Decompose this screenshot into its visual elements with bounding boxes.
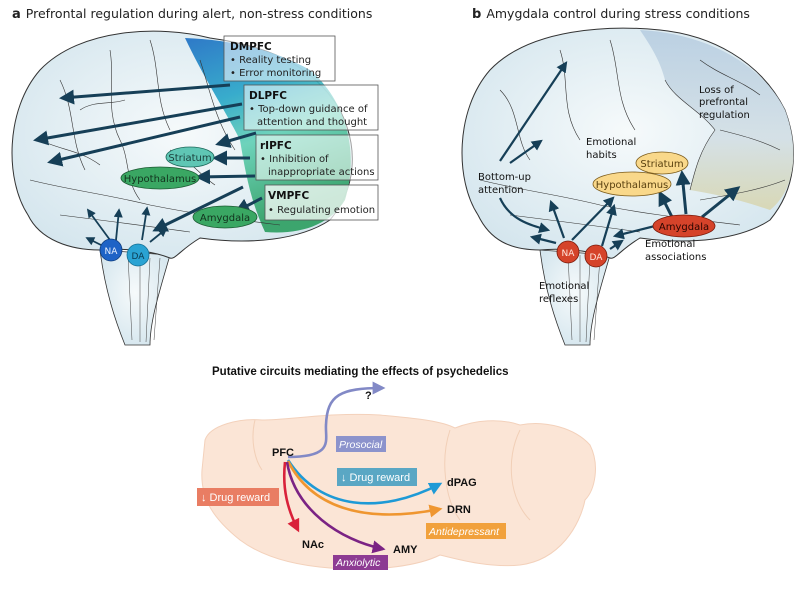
svg-text:Striatum: Striatum	[640, 159, 683, 170]
tag-drug-reward-dpag: ↓ Drug reward	[337, 468, 417, 486]
svg-text:Striatum: Striatum	[168, 153, 211, 164]
svg-text:DLPFC: DLPFC	[249, 90, 287, 102]
panel-b-title-text: Amygdala control during stress condition…	[486, 6, 750, 21]
box-rlpfc: rIPFC • Inhibition of inappropriate acti…	[255, 134, 379, 181]
svg-text:NA: NA	[105, 247, 119, 257]
arrow-dpag	[286, 459, 443, 505]
panel-b-brain: Striatum Hypothalamus Amygdala NA DA Los…	[461, 27, 794, 346]
svg-text:inappropriate actions: inappropriate actions	[268, 167, 375, 178]
svg-text:Antidepressant: Antidepressant	[428, 526, 500, 538]
panel-a-title: a Prefrontal regulation during alert, non…	[12, 6, 372, 22]
node-na-b: NA	[556, 240, 580, 264]
box-vmpfc: VMPFC • Regulating emotion	[264, 184, 379, 221]
panel-b-arrows	[498, 61, 656, 251]
tag-drug-reward-nac: ↓ Drug reward	[197, 488, 279, 506]
box-dmpfc: DMPFC • Reality testing • Error monitori…	[223, 35, 336, 82]
label-loss-1: Loss of	[699, 85, 734, 96]
brainstem-b	[539, 249, 611, 346]
label-emotional-reflexes-2: reflexes	[539, 294, 578, 305]
panel-a-title-text: Prefrontal regulation during alert, non-…	[25, 6, 373, 21]
svg-text:Amygdala: Amygdala	[659, 222, 709, 233]
svg-text:DA: DA	[590, 253, 604, 263]
region-dpag: dPAG	[447, 477, 477, 489]
svg-text:NA: NA	[562, 249, 576, 259]
node-na-a: NA	[99, 238, 123, 262]
svg-text:Prosocial: Prosocial	[339, 439, 383, 451]
arrow-prosocial	[287, 381, 386, 459]
svg-text:• Top-down guidance of: • Top-down guidance of	[249, 104, 368, 115]
svg-text:Hypothalamus: Hypothalamus	[596, 180, 669, 191]
pfc-region-b	[640, 30, 794, 210]
svg-text:rIPFC: rIPFC	[260, 140, 292, 152]
panel-b-letter: b	[472, 7, 482, 22]
panel-a-letter: a	[12, 7, 21, 22]
label-bottom-up-1: Bottom-up	[478, 172, 531, 183]
arrow-amy	[285, 461, 386, 554]
label-bottom-up-2: attention	[478, 185, 524, 196]
svg-text:attention and thought: attention and thought	[257, 117, 367, 128]
node-amygdala-b: Amygdala	[652, 214, 716, 238]
node-da-b: DA	[584, 244, 608, 268]
svg-text:Anxiolytic: Anxiolytic	[335, 557, 381, 569]
arrow-drn	[286, 460, 443, 518]
label-loss-3: regulation	[699, 110, 750, 121]
svg-text:• Regulating emotion: • Regulating emotion	[268, 205, 375, 216]
panel-a-brain: Striatum Hypothalamus Amygdala NA DA DMP…	[11, 30, 379, 346]
region-question: ?	[365, 390, 372, 402]
svg-text:Amygdala: Amygdala	[200, 213, 250, 224]
region-nac: NAc	[302, 539, 324, 551]
brainstem-a	[99, 249, 171, 346]
tag-anxiolytic: Anxiolytic	[333, 555, 388, 570]
svg-text:DMPFC: DMPFC	[230, 41, 272, 53]
label-emotional-assoc-2: associations	[645, 252, 706, 263]
svg-text:VMPFC: VMPFC	[268, 190, 309, 202]
label-emotional-reflexes-1: Emotional	[539, 281, 589, 292]
label-emotional-habits-1: Emotional	[586, 137, 636, 148]
svg-text:• Inhibition of: • Inhibition of	[260, 154, 329, 165]
tag-prosocial: Prosocial	[336, 436, 386, 452]
svg-text:↓ Drug reward: ↓ Drug reward	[341, 472, 410, 484]
node-striatum-b: Striatum	[635, 151, 689, 175]
region-pfc: PFC	[272, 447, 294, 459]
svg-text:• Error monitoring: • Error monitoring	[230, 68, 321, 79]
label-loss-2: prefrontal	[699, 97, 748, 108]
svg-text:↓ Drug reward: ↓ Drug reward	[201, 492, 270, 504]
tag-antidepressant: Antidepressant	[426, 523, 506, 539]
node-amygdala-a: Amygdala	[192, 205, 258, 229]
region-drn: DRN	[447, 504, 471, 516]
node-hypothalamus-a: Hypothalamus	[120, 166, 200, 190]
panel-b-title: b Amygdala control during stress conditio…	[472, 6, 750, 22]
svg-text:• Reality testing: • Reality testing	[230, 55, 311, 66]
svg-text:DA: DA	[132, 252, 146, 262]
panel-a-arrows	[33, 83, 263, 232]
svg-text:Hypothalamus: Hypothalamus	[124, 174, 197, 185]
node-hypothalamus-b: Hypothalamus	[592, 171, 672, 197]
panel-c-title: Putative circuits mediating the effects …	[212, 366, 509, 378]
box-dlpfc: DLPFC • Top-down guidance of attention a…	[243, 84, 379, 131]
panel-c-diagram: PFC ? dPAG DRN NAc AMY Prosocial ↓ Drug …	[197, 381, 596, 570]
node-striatum-a: Striatum	[165, 146, 215, 168]
region-amy: AMY	[393, 544, 418, 556]
node-da-a: DA	[126, 243, 150, 267]
arrow-nac	[282, 461, 300, 533]
label-emotional-habits-2: habits	[586, 150, 617, 161]
label-emotional-assoc-1: Emotional	[645, 239, 695, 250]
